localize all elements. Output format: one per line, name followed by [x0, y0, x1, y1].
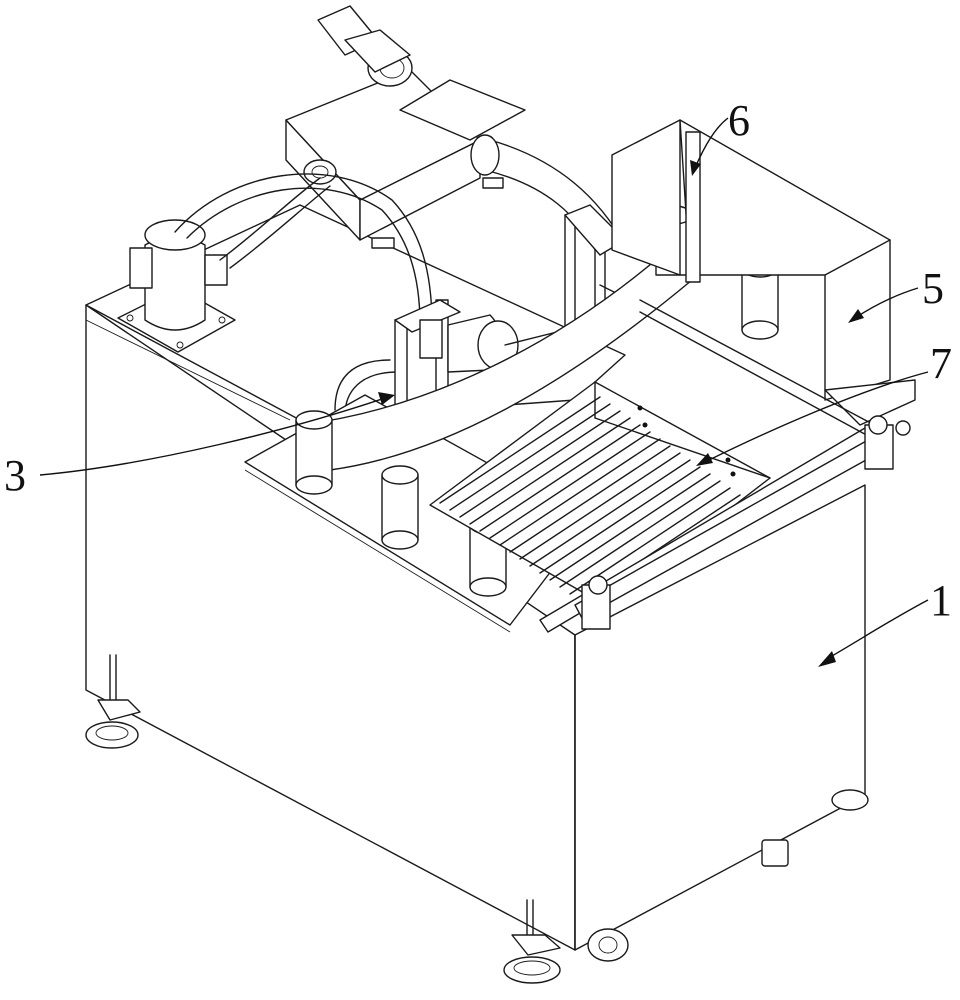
blower-assembly [285, 5, 526, 249]
leader-3 [39, 392, 395, 476]
grille-tray [429, 381, 771, 606]
leader-lines [39, 117, 929, 667]
rail-bracket-left [581, 575, 611, 630]
front-rails [539, 299, 911, 633]
rear-enclosure [611, 119, 916, 426]
leader-6 [690, 117, 729, 176]
post-b [381, 465, 419, 550]
grille-slats [439, 396, 741, 602]
leader-5 [848, 287, 919, 323]
label-6: 6 [728, 96, 750, 145]
rail-bracket-right [864, 415, 911, 470]
post-e [741, 258, 779, 340]
label-1: 1 [930, 576, 952, 625]
caster-right [761, 789, 869, 867]
reference-numerals: 1 3 5 6 7 [4, 96, 952, 625]
vacuum-pump [117, 219, 236, 353]
leader-1 [818, 599, 929, 667]
caster-front [587, 928, 629, 962]
label-3: 3 [4, 451, 26, 500]
feet [85, 654, 869, 984]
post-a [295, 410, 333, 495]
label-5: 5 [922, 264, 944, 313]
label-7: 7 [930, 339, 952, 388]
slide-frames [394, 204, 651, 431]
foot-left [85, 654, 141, 749]
foot-front [503, 899, 561, 984]
leader-7 [696, 371, 929, 466]
